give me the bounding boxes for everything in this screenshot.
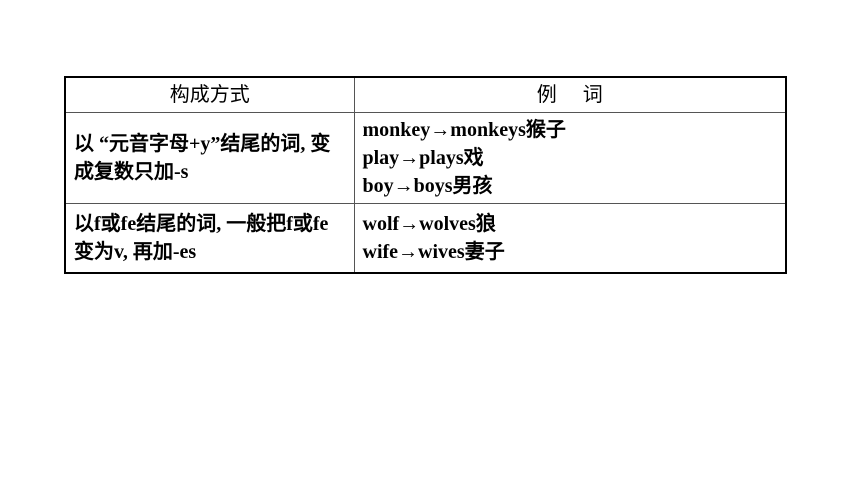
table-row: 以 “元音字母+y”结尾的词, 变成复数只加-s monkey→monkeys猴… bbox=[64, 112, 787, 204]
example-word: wife→wives妻子 bbox=[362, 241, 505, 263]
plural-rule-table: 构成方式 例词 以 “元音字母+y”结尾的词, 变成复数只加-s monkey→… bbox=[64, 76, 787, 274]
example-word: monkey→monkeys猴子 bbox=[362, 119, 566, 141]
method-cell: 以f或fe结尾的词, 一般把f或fe变为v, 再加-es bbox=[64, 203, 355, 274]
example-word: play→plays戏 bbox=[362, 147, 484, 169]
table-row: 以f或fe结尾的词, 一般把f或fe变为v, 再加-es wolf→wolves… bbox=[64, 203, 787, 274]
table-header-row: 构成方式 例词 bbox=[64, 76, 787, 113]
header-method: 构成方式 bbox=[64, 76, 355, 113]
example-cell: wolf→wolves狼 wife→wives妻子 bbox=[353, 203, 787, 274]
example-word: wolf→wolves狼 bbox=[362, 213, 496, 235]
header-example: 例词 bbox=[353, 76, 787, 113]
method-cell: 以 “元音字母+y”结尾的词, 变成复数只加-s bbox=[64, 112, 355, 204]
example-cell: monkey→monkeys猴子 play→plays戏 boy→boys男孩 bbox=[353, 112, 787, 204]
example-word: boy→boys男孩 bbox=[362, 175, 493, 197]
header-example-part: 例 bbox=[536, 84, 557, 106]
header-example-part: 词 bbox=[582, 84, 603, 106]
